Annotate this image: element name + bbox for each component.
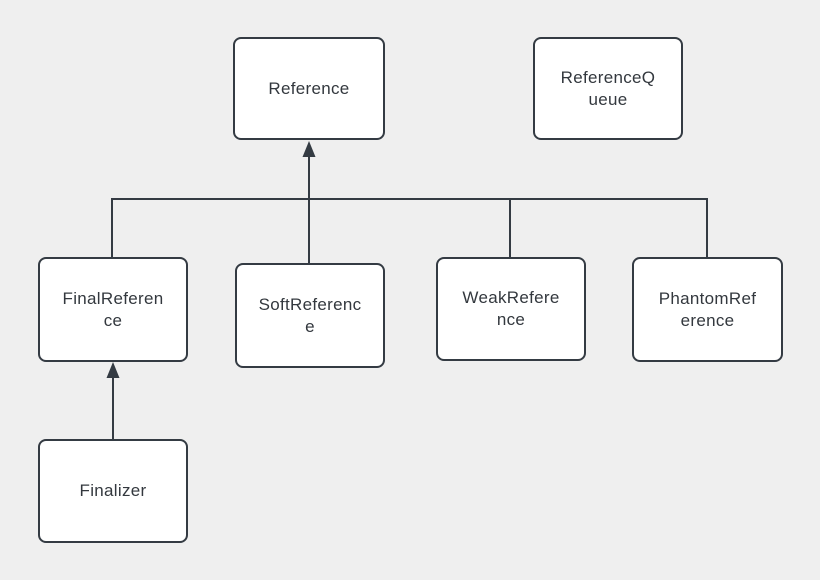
node-reference[interactable]: Reference (233, 37, 385, 140)
edge-finalizer-to-finalreference-arrow[interactable] (106, 362, 120, 440)
edge-subclasses-bus[interactable] (111, 198, 708, 258)
node-reference-queue-label: ReferenceQ ueue (560, 67, 656, 109)
node-final-reference[interactable]: FinalReferen ce (38, 257, 188, 362)
node-reference-label: Reference (268, 78, 350, 98)
arrowhead-up-finalreference (106, 362, 120, 378)
node-reference-queue[interactable]: ReferenceQ ueue (533, 37, 683, 140)
node-finalizer[interactable]: Finalizer (38, 439, 188, 543)
arrowhead-up-reference (302, 141, 316, 157)
edge-softreference-to-reference-arrow[interactable] (302, 141, 316, 264)
node-final-reference-label: FinalReferen ce (62, 288, 164, 330)
node-phantom-reference-label: PhantomRef erence (658, 288, 757, 330)
node-finalizer-label: Finalizer (79, 481, 147, 500)
node-weak-reference[interactable]: WeakRefere nce (436, 257, 586, 361)
node-weak-reference-label: WeakRefere nce (462, 288, 560, 329)
node-phantom-reference[interactable]: PhantomRef erence (632, 257, 783, 362)
node-soft-reference[interactable]: SoftReferenc e (235, 263, 385, 368)
node-soft-reference-label: SoftReferenc e (258, 294, 362, 336)
